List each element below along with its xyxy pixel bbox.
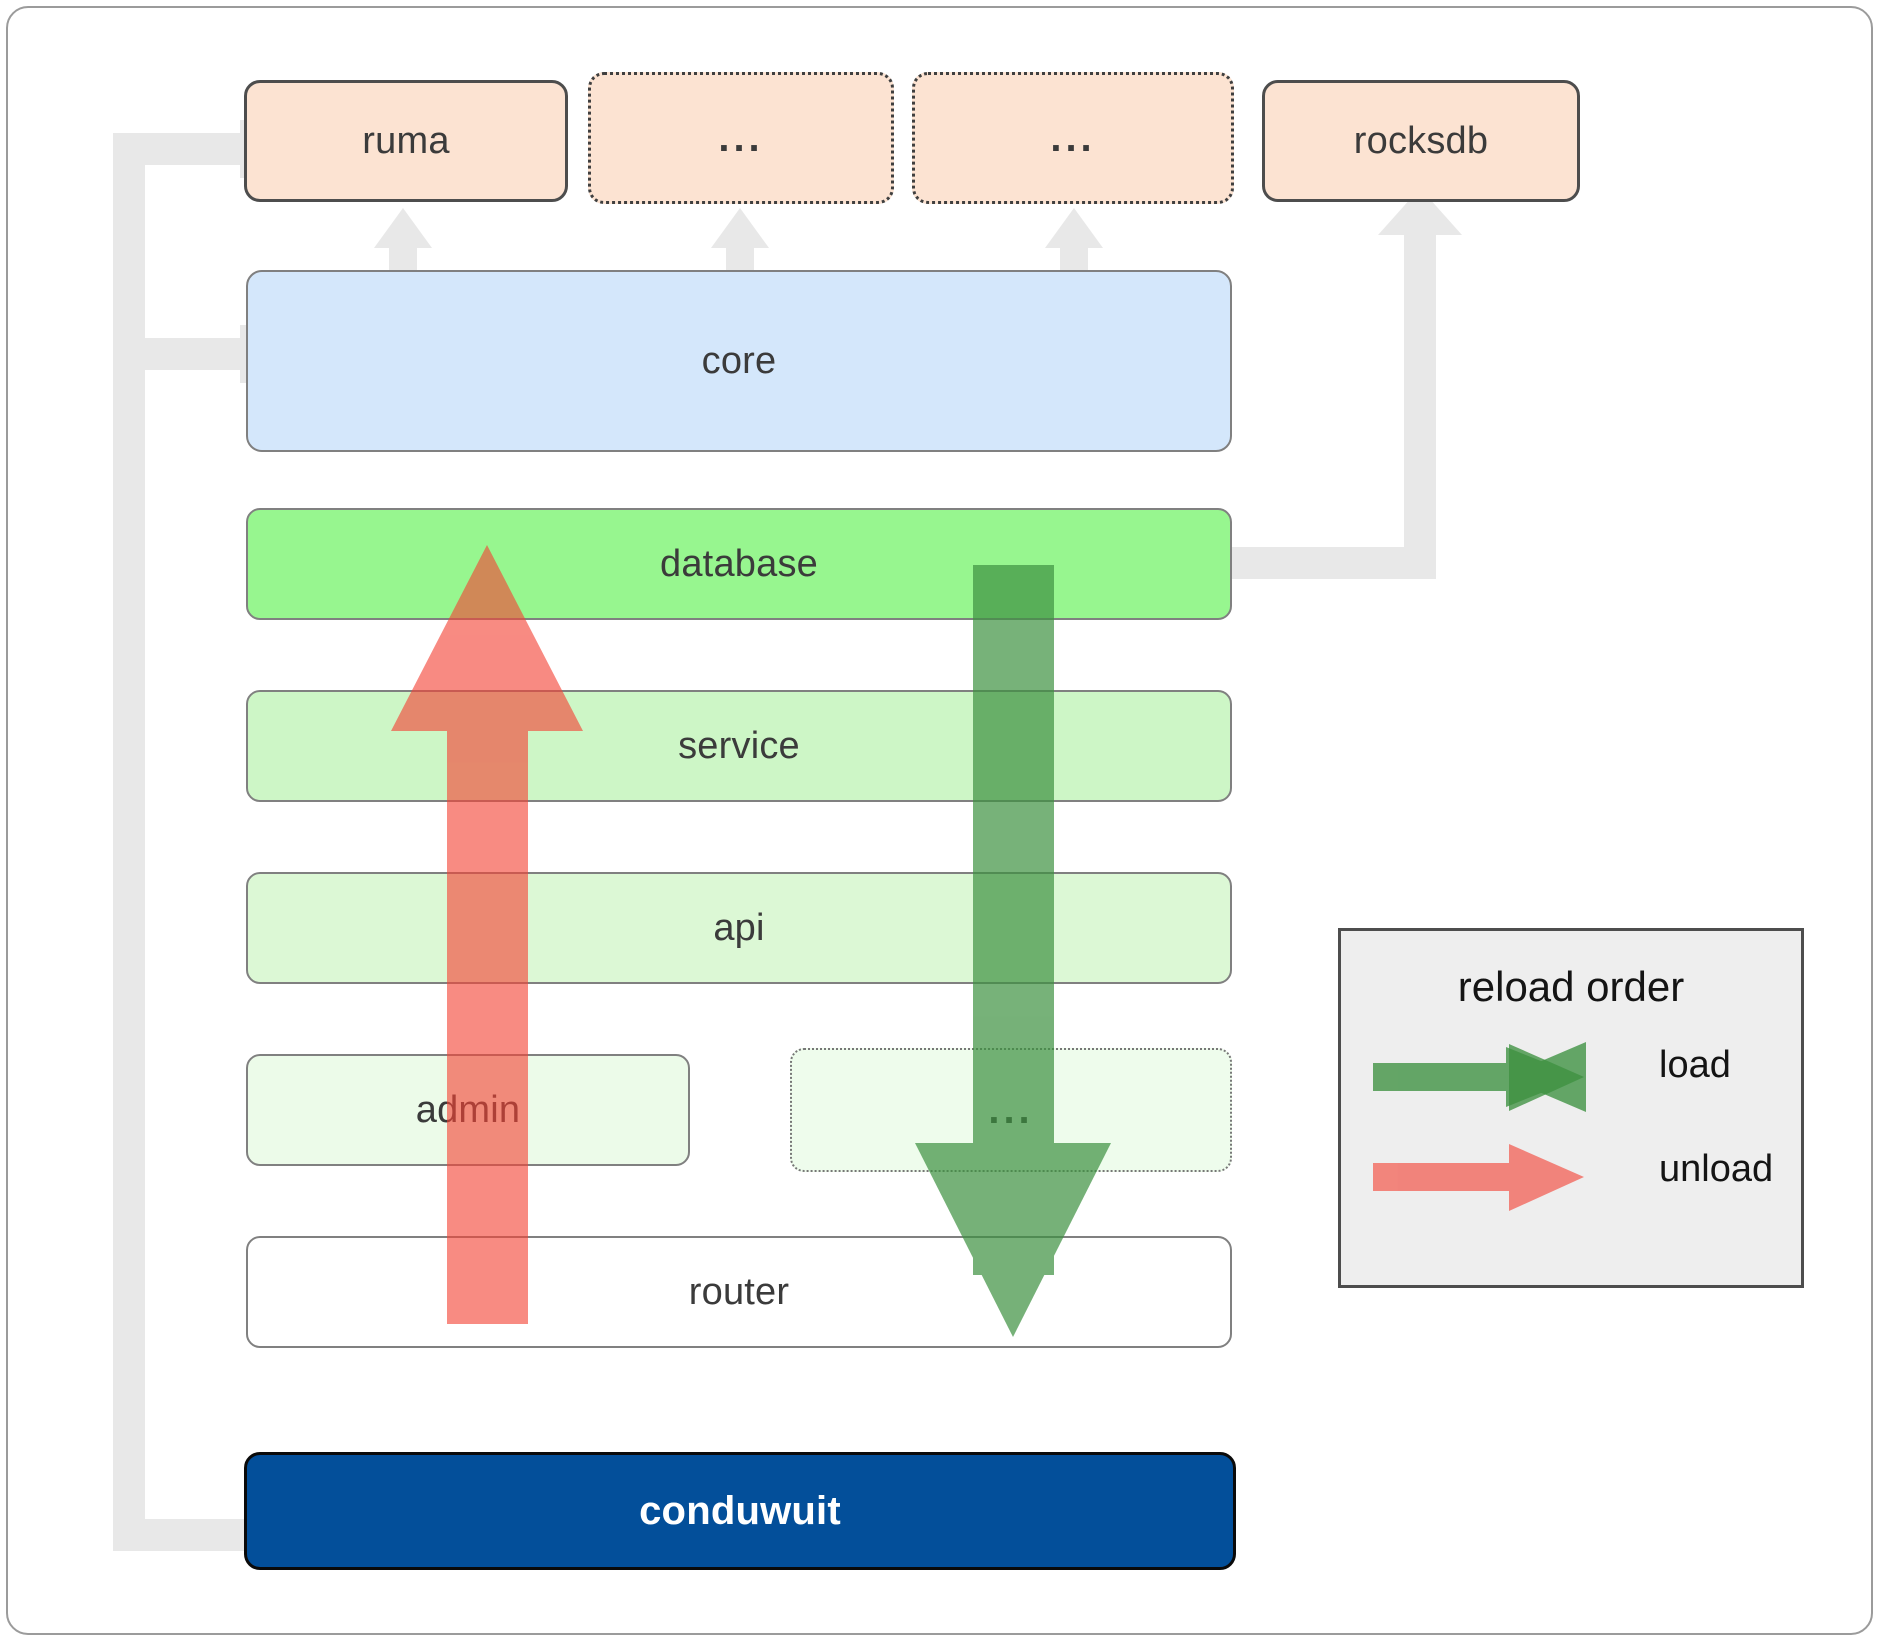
dependency-label-rocksdb: rocksdb bbox=[1353, 119, 1489, 162]
layer-label-service: service bbox=[678, 724, 800, 767]
layer-label-router: router bbox=[688, 1270, 790, 1313]
legend-panel: reload order load unload bbox=[1338, 928, 1804, 1288]
layer-box-core[interactable]: core bbox=[246, 270, 1232, 452]
legend-label-unload: unload bbox=[1659, 1148, 1774, 1190]
dependency-box-more-2[interactable]: ... bbox=[912, 72, 1234, 204]
layer-label-admin: admin bbox=[415, 1088, 521, 1131]
dependency-box-rocksdb[interactable]: rocksdb bbox=[1262, 80, 1580, 202]
layer-box-admin[interactable]: admin bbox=[246, 1054, 690, 1166]
layer-label-api: api bbox=[713, 906, 765, 949]
layer-label-more: ... bbox=[988, 1088, 1034, 1132]
dependency-label-more-2: ... bbox=[1050, 116, 1096, 160]
diagram-frame bbox=[6, 6, 1873, 1635]
layer-box-api[interactable]: api bbox=[246, 872, 1232, 984]
legend-arrows bbox=[1373, 1042, 1586, 1211]
dependency-label-more-1: ... bbox=[718, 116, 764, 160]
binary-label-conduwuit: conduwuit bbox=[639, 1488, 841, 1533]
dependency-box-ruma[interactable]: ruma bbox=[244, 80, 568, 202]
dependency-box-more-1[interactable]: ... bbox=[588, 72, 894, 204]
dependency-label-ruma: ruma bbox=[362, 119, 450, 162]
layer-label-core: core bbox=[701, 339, 777, 382]
legend-unload-arrow-icon bbox=[1373, 1144, 1584, 1211]
legend-title: reload order bbox=[1457, 963, 1685, 1010]
layer-box-database[interactable]: database bbox=[246, 508, 1232, 620]
layer-box-more[interactable]: ... bbox=[790, 1048, 1232, 1172]
layer-box-service[interactable]: service bbox=[246, 690, 1232, 802]
legend-load-arrowhead-icon bbox=[1509, 1044, 1584, 1111]
binary-box-conduwuit[interactable]: conduwuit bbox=[244, 1452, 1236, 1570]
layer-box-router[interactable]: router bbox=[246, 1236, 1232, 1348]
legend-label-load: load bbox=[1659, 1044, 1731, 1086]
layer-label-database: database bbox=[660, 542, 818, 585]
